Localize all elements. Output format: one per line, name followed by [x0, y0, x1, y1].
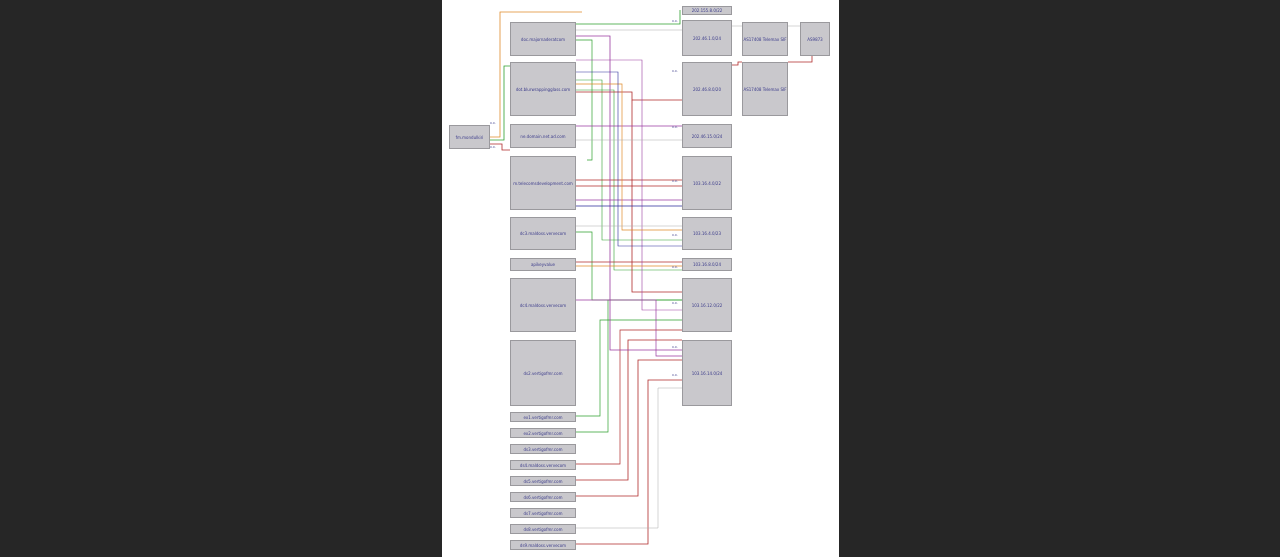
left-node-4: m.telecomsdevelopment.com — [510, 156, 576, 210]
left-node-label: dc4.maldoss.vervecom — [519, 302, 567, 308]
left-node-label: ds2.vertigofmr.com — [523, 370, 563, 376]
right-node-2: 202.46.1.0/24 — [682, 20, 732, 56]
left-node-9: ex1.vertigofmr.com — [510, 412, 576, 422]
left-node-5: dc3.maldoss.vervecom — [510, 217, 576, 250]
right-node-9: 103.16.14.0/24 — [682, 340, 732, 406]
left-node-label: ds5.vertigofmr.com — [523, 478, 563, 484]
right-node-label: 202.46.15.0/24 — [691, 133, 723, 139]
right-node-8: 103.16.12.0/22 — [682, 278, 732, 332]
left-node-17: ds9.maldoss.vervecom — [510, 540, 576, 550]
svg-text:0.0.: 0.0. — [672, 373, 678, 377]
left-node-3: ne.domain.net.ad.com — [510, 124, 576, 148]
left-node-label: dc3.maldoss.vervecom — [519, 231, 567, 236]
left-node-14: ds6.vertigofmr.com — [510, 492, 576, 502]
upstream-node-2: AS17408 Telemax SIF — [742, 62, 788, 116]
left-node-label: ex1.vertigofmr.com — [523, 414, 563, 420]
svg-text:0.0.: 0.0. — [490, 121, 496, 125]
right-node-5: 103.16.4.0/22 — [682, 156, 732, 210]
svg-text:0.0.: 0.0. — [672, 19, 678, 23]
left-node-6: apikeyvalue — [510, 258, 576, 271]
diagram-canvas: 0.0. 0.0. 0.0. 0.0. 0.0. 0.0. 0.0. 0.0. … — [442, 0, 839, 557]
left-node-label: ex2.vertigofmr.com — [523, 430, 563, 436]
right-node-3: 202.46.8.0/20 — [682, 62, 732, 116]
upstream-node-1: AS17408 Telemax SIF — [742, 22, 788, 56]
source-node-label: fm.mondulkiri — [455, 134, 484, 140]
left-node-8: ds2.vertigofmr.com — [510, 340, 576, 406]
left-node-label: ds8.vertigofmr.com — [523, 526, 563, 532]
svg-text:0.0.: 0.0. — [672, 301, 678, 305]
left-node-1: doc.majornaderatcom — [510, 22, 576, 56]
left-node-label: ds6.vertigofmr.com — [523, 494, 563, 500]
upstream-node-label: AS9873 — [807, 36, 823, 42]
left-node-label: ds4.maldoss.vervecom — [519, 462, 567, 468]
right-node-label: 202.46.1.0/24 — [692, 35, 722, 41]
right-node-label: 202.46.8.0/20 — [692, 86, 722, 92]
left-node-2: dot.blurwrappingglass.com — [510, 62, 576, 116]
left-node-label: doc.majornaderatcom — [520, 36, 566, 42]
right-node-label: 103.16.12.0/22 — [691, 302, 723, 308]
left-node-10: ex2.vertigofmr.com — [510, 428, 576, 438]
right-node-6: 103.16.4.0/23 — [682, 217, 732, 250]
svg-text:0.0.: 0.0. — [672, 233, 678, 237]
left-node-12: ds4.maldoss.vervecom — [510, 460, 576, 470]
right-node-label: 103.16.4.0/23 — [692, 231, 722, 236]
left-node-label: m.telecomsdevelopment.com — [513, 180, 573, 186]
right-node-label: 103.16.8.0/24 — [692, 262, 722, 267]
right-node-label: 202.155.8.0/22 — [691, 8, 723, 13]
svg-text:0.0.: 0.0. — [672, 125, 678, 129]
right-node-4: 202.46.15.0/24 — [682, 124, 732, 148]
right-node-label: 103.16.14.0/24 — [691, 370, 723, 376]
upstream-node-label: AS17408 Telemax SIF — [743, 86, 787, 92]
right-node-1: 202.155.8.0/22 — [682, 6, 732, 15]
diagram-edges: 0.0. 0.0. 0.0. 0.0. 0.0. 0.0. 0.0. 0.0. … — [490, 10, 813, 545]
right-node-label: 103.16.4.0/22 — [692, 180, 722, 186]
left-node-16: ds8.vertigofmr.com — [510, 524, 576, 534]
left-node-13: ds5.vertigofmr.com — [510, 476, 576, 486]
left-node-label: apikeyvalue — [530, 262, 556, 267]
svg-text:0.0.: 0.0. — [490, 145, 496, 149]
upstream-node-label: AS17408 Telemax SIF — [743, 36, 787, 42]
left-node-label: ds3.vertigofmr.com — [523, 446, 563, 452]
left-node-7: dc4.maldoss.vervecom — [510, 278, 576, 332]
source-node: fm.mondulkiri — [449, 125, 490, 149]
left-node-label: dot.blurwrappingglass.com — [515, 86, 571, 92]
svg-text:0.0.: 0.0. — [672, 69, 678, 73]
upstream-node-3: AS9873 — [800, 22, 830, 56]
left-node-label: ds7.vertigofmr.com — [523, 510, 563, 516]
left-node-11: ds3.vertigofmr.com — [510, 444, 576, 454]
svg-text:0.0.: 0.0. — [672, 179, 678, 183]
left-node-label: ne.domain.net.ad.com — [520, 133, 566, 139]
svg-text:0.0.: 0.0. — [672, 265, 678, 269]
left-node-15: ds7.vertigofmr.com — [510, 508, 576, 518]
left-node-label: ds9.maldoss.vervecom — [519, 542, 567, 548]
right-node-7: 103.16.8.0/24 — [682, 258, 732, 271]
svg-text:0.0.: 0.0. — [672, 345, 678, 349]
